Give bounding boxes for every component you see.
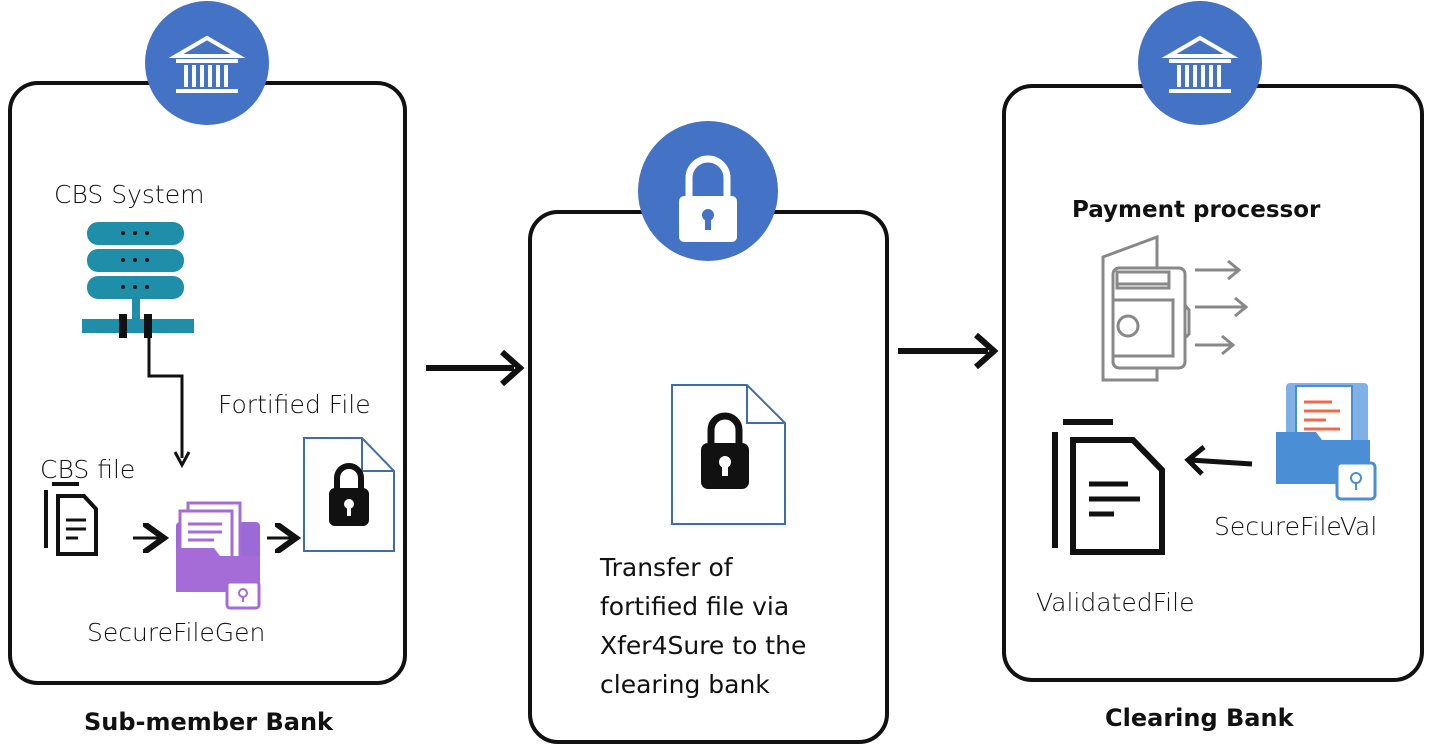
transfer-description: Transfer of fortified file via Xfer4Sure… [600,548,860,704]
secure-gen-label: SecureFileGen [87,618,266,647]
secure-val-label: SecureFileVal [1214,512,1378,541]
arrow-to-transfer [426,349,525,387]
locked-folder-icon [176,501,261,610]
document-icon [44,482,98,556]
database-server-icon [82,222,194,338]
cbs-system-label: CBS System [54,180,205,209]
wallet-payment-icon [1101,234,1249,382]
cbs-file-label: CBS file [40,455,136,484]
clearing-bank-caption: Clearing Bank [1105,704,1294,732]
fortified-file-icon [303,437,395,552]
locked-document-icon [671,384,786,525]
transfer-line-4: clearing bank [600,670,770,699]
arrow-to-clearing [898,332,999,370]
bank-building-icon [1138,1,1262,125]
padlock-icon [638,121,778,261]
sub-member-bank-caption: Sub-member Bank [84,708,333,736]
validated-file-label: ValidatedFile [1036,588,1195,617]
payment-processor-label: Payment processor [1072,197,1321,223]
bank-building-icon [145,1,269,125]
document-icon [1052,419,1165,555]
secure-validator-icon [1276,383,1377,501]
transfer-line-1: Transfer of [600,553,733,582]
validator-to-validated-arrow [1184,445,1253,476]
transfer-line-3: Xfer4Sure to the [600,631,807,660]
server-to-generator-connector [147,338,184,458]
fortified-file-label: Fortified File [218,390,371,419]
sub-member-bank-panel [8,81,407,685]
transfer-line-2: fortified file via [600,592,790,621]
